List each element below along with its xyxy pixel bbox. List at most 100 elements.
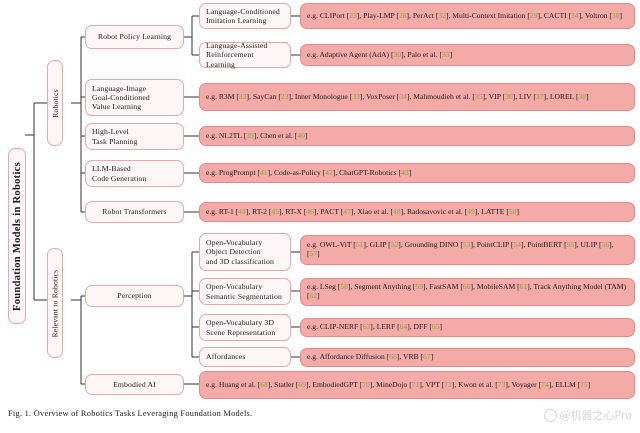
citation-number: 51 bbox=[355, 240, 364, 250]
branch-label-robotics: Robotics bbox=[50, 88, 60, 118]
citation-number: 45 bbox=[271, 206, 279, 216]
citation-number: 55 bbox=[566, 240, 575, 250]
citation-number: 49 bbox=[467, 206, 475, 216]
example-text-affordances: e.g. Affordance Diffusion [66], VRB [67] bbox=[307, 352, 434, 362]
citation-number: 74 bbox=[541, 379, 549, 389]
category-robot-transformers: Robot Transformers bbox=[85, 201, 184, 223]
citation-number: 33 bbox=[352, 91, 360, 101]
example-text-open-vocabulary-3d-scene-representation: e.g. CLIP-NERF [63], LERF [64], DFF [65] bbox=[307, 322, 443, 332]
watermark: @机器之心Pro bbox=[543, 407, 632, 423]
citation-number: 48 bbox=[393, 206, 401, 216]
citation-number: 34 bbox=[571, 10, 579, 20]
category-label-embodied-ai: Embodied AI bbox=[113, 379, 156, 389]
citation-number: 46 bbox=[306, 206, 314, 216]
citation-number: 40 bbox=[297, 130, 305, 140]
example-robot-transformers: e.g. RT-1 [44], RT-2 [45], RT-X [46], PA… bbox=[199, 202, 635, 222]
citation-number: 60 bbox=[462, 282, 471, 292]
citation-number: 37 bbox=[535, 91, 544, 101]
citation-number: 64 bbox=[399, 322, 408, 332]
category-label-affordances: Affordances bbox=[206, 352, 246, 362]
category-label-perception: Perception bbox=[117, 291, 152, 301]
watermark-circle-logo-icon bbox=[543, 408, 557, 422]
figure-caption-text: Overview of Robotics Tasks Leveraging Fo… bbox=[33, 409, 253, 418]
category-label-llm-based-code-generation: LLM-Based Code Generation bbox=[92, 164, 147, 183]
example-language-assisted-reinforcement-learning: e.g. Adaptive Agent (AdA) [30], Palo et … bbox=[300, 44, 635, 66]
category-label-open-vocabulary-3d-scene-representation: Open-Vocabulary 3D Scene Representation bbox=[206, 318, 276, 337]
example-text-robot-transformers: e.g. RT-1 [44], RT-2 [45], RT-X [46], PA… bbox=[206, 206, 519, 216]
citation-number: 35 bbox=[441, 49, 450, 59]
citation-number: 30 bbox=[393, 49, 402, 59]
citation-number: 56 bbox=[601, 240, 610, 250]
citation-number: 59 bbox=[415, 282, 424, 292]
category-open-vocabulary-semantic-segmentation: Open-Vocabulary Semantic Segmentation bbox=[199, 278, 291, 305]
category-open-vocabulary-3d-scene-representation: Open-Vocabulary 3D Scene Representation bbox=[199, 314, 291, 341]
category-label-high-level-task-planning: High-Level Task Planning bbox=[92, 127, 138, 146]
citation-number: 63 bbox=[362, 322, 371, 332]
citation-number: 75 bbox=[580, 379, 588, 389]
example-embodied-ai: e.g. Huang et al. [68], Statler [69], Em… bbox=[199, 371, 635, 399]
citation-number: 65 bbox=[431, 322, 440, 332]
citation-number: 47 bbox=[343, 206, 351, 216]
category-high-level-task-planning: High-Level Task Planning bbox=[85, 123, 184, 150]
citation-number: 30 bbox=[611, 10, 620, 20]
citation-number: 67 bbox=[423, 352, 431, 362]
citation-number: 50 bbox=[508, 206, 517, 216]
example-open-vocabulary-object-detection: e.g. OWL-ViT [51], GLIP [52], Grounding … bbox=[300, 235, 635, 265]
category-language-image-goal-conditioned-value-learning: Language-Image Goal-Conditioned Value Le… bbox=[85, 79, 184, 116]
citation-number: 33 bbox=[238, 91, 247, 101]
citation-number: 32 bbox=[438, 10, 446, 20]
example-text-language-image-goal-conditioned-value-learning: e.g. R3M [33], SayCan [23], Inner Monolo… bbox=[206, 91, 589, 101]
example-open-vocabulary-semantic-segmentation: e.g. LSeg [58], Segment Anything [59], F… bbox=[300, 278, 635, 306]
figure-caption: Fig. 1. Overview of Robotics Tasks Lever… bbox=[8, 409, 252, 418]
example-llm-based-code-generation: e.g. ProgPrompt [41], Code-as-Policy [42… bbox=[199, 163, 635, 183]
citation-number: 52 bbox=[390, 240, 399, 250]
citation-number: 44 bbox=[238, 206, 246, 216]
citation-number: 57 bbox=[309, 249, 318, 258]
citation-number: 58 bbox=[340, 282, 348, 292]
citation-number: 62 bbox=[309, 291, 318, 300]
citation-number: 43 bbox=[401, 167, 409, 177]
example-text-embodied-ai: e.g. Huang et al. [68], Statler [69], Em… bbox=[206, 379, 591, 389]
category-label-open-vocabulary-object-detection: Open-Vocabulary Object Detection and 3D … bbox=[206, 238, 275, 266]
citation-number: 42 bbox=[325, 167, 333, 177]
category-perception: Perception bbox=[85, 285, 184, 307]
example-language-image-goal-conditioned-value-learning: e.g. R3M [33], SayCan [23], Inner Monolo… bbox=[199, 83, 635, 111]
citation-number: 70 bbox=[362, 379, 370, 389]
citation-number: 23 bbox=[349, 10, 357, 20]
category-label-language-image-goal-conditioned-value-learning: Language-Image Goal-Conditioned Value Le… bbox=[92, 83, 150, 112]
example-affordances: e.g. Affordance Diffusion [66], VRB [67] bbox=[300, 348, 635, 367]
category-open-vocabulary-object-detection: Open-Vocabulary Object Detection and 3D … bbox=[199, 233, 291, 271]
example-high-level-task-planning: e.g. NL2TL [39], Chen et al. [40] bbox=[199, 126, 635, 146]
category-label-robot-policy-learning: Robot Policy Learning bbox=[97, 32, 172, 42]
category-label-language-conditioned-imitation-learning: Language-Conditioned Imitation Learning bbox=[206, 6, 280, 25]
citation-number: 38 bbox=[578, 91, 587, 101]
branch-node-robotics: Robotics bbox=[47, 60, 63, 146]
citation-number: 28 bbox=[398, 10, 407, 20]
category-label-robot-transformers: Robot Transformers bbox=[102, 207, 167, 217]
citation-number: 72 bbox=[444, 379, 452, 389]
watermark-text: @机器之心Pro bbox=[559, 409, 632, 422]
figure-caption-label: Fig. 1. bbox=[8, 409, 32, 418]
branch-label-relevant-to-robotics: Relevant to Robotics bbox=[50, 269, 60, 337]
category-affordances: Affordances bbox=[199, 347, 291, 367]
root-node-foundation-models: Foundation Models in Robotics bbox=[8, 148, 26, 324]
root-node-label: Foundation Models in Robotics bbox=[11, 161, 23, 311]
example-text-open-vocabulary-object-detection: e.g. OWL-ViT [51], GLIP [52], Grounding … bbox=[307, 240, 614, 258]
citation-number: 71 bbox=[411, 379, 420, 389]
example-language-conditioned-imitation-learning: e.g. CLIPort [23], Play-LMP [28], PerAct… bbox=[300, 3, 635, 29]
citation-number: 34 bbox=[399, 91, 407, 101]
citation-number: 41 bbox=[260, 167, 268, 177]
citation-number: 39 bbox=[246, 130, 254, 140]
citation-number: 23 bbox=[280, 91, 289, 101]
citation-number: 35 bbox=[474, 91, 483, 101]
citation-number: 53 bbox=[462, 240, 471, 250]
citation-number: 73 bbox=[497, 379, 506, 389]
category-embodied-ai: Embodied AI bbox=[85, 374, 184, 395]
category-label-open-vocabulary-semantic-segmentation: Open-Vocabulary Semantic Segmentation bbox=[206, 282, 282, 301]
citation-number: 69 bbox=[298, 379, 306, 389]
citation-number: 29 bbox=[529, 10, 538, 20]
citation-number: 66 bbox=[389, 352, 397, 362]
example-text-open-vocabulary-semantic-segmentation: e.g. LSeg [58], Segment Anything [59], F… bbox=[307, 282, 626, 300]
citation-number: 54 bbox=[513, 240, 521, 250]
citation-number: 36 bbox=[505, 91, 513, 101]
